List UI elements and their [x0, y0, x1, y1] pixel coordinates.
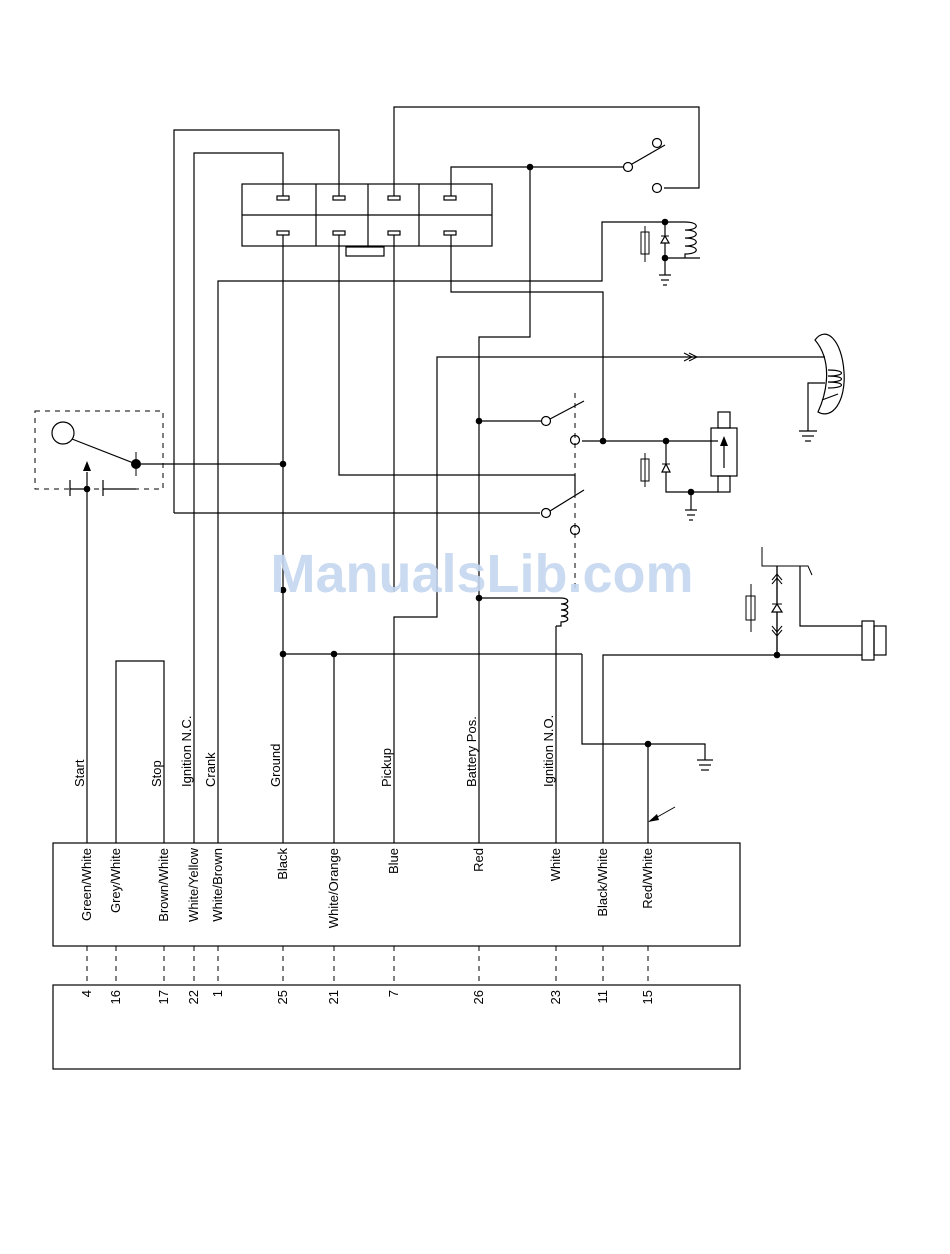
- pin-number: 23: [548, 990, 563, 1004]
- pin-number: 21: [326, 990, 341, 1004]
- pin-number: 17: [156, 990, 171, 1004]
- pin-number: 16: [108, 990, 123, 1004]
- key-switch: [35, 411, 163, 496]
- wire-color-label: Black: [275, 848, 290, 880]
- plug-connector: [648, 566, 886, 822]
- wire-color-label: White/Brown: [210, 848, 225, 922]
- pin-dash-lines: [87, 946, 648, 985]
- wire-color-label: White: [548, 848, 563, 881]
- pin-number: 25: [275, 990, 290, 1004]
- pin-number: 15: [640, 990, 655, 1004]
- wire-color-label: Black/White: [595, 848, 610, 917]
- pin-number: 11: [595, 990, 610, 1004]
- terminal-block: [242, 184, 492, 256]
- pin-number: 22: [186, 990, 201, 1004]
- magneto: [684, 334, 844, 441]
- signal-label: Battery Pos.: [464, 716, 479, 787]
- wire-color-label: Grey/White: [108, 848, 123, 913]
- signal-label: Ignition N.O.: [541, 715, 556, 787]
- wire-color-labels: Green/White Grey/White Brown/White White/Ye…: [79, 847, 655, 928]
- pin-number-labels: 4 16 17 22 1 25 21 7 26 23 11 15: [79, 990, 655, 1004]
- signal-label: Ground: [268, 744, 283, 787]
- wire-color-label: Red: [471, 848, 486, 872]
- top-relay-assembly: [641, 222, 696, 285]
- signal-label: Crank: [203, 752, 218, 787]
- signal-labels: Start Stop Ignition N.C. Crank Ground Pickup B…: [72, 715, 556, 787]
- signal-label: Stop: [149, 760, 164, 787]
- wire-color-label: Green/White: [79, 848, 94, 921]
- signal-label: Ignition N.C.: [179, 715, 194, 787]
- pin-number: 7: [386, 990, 401, 997]
- starter-solenoid: [641, 412, 737, 520]
- pin-number: 4: [79, 990, 94, 997]
- signal-label: Pickup: [379, 748, 394, 787]
- wire-color-label: Blue: [386, 848, 401, 874]
- wire-color-label: White/Orange: [326, 848, 341, 928]
- wire-color-label: White/Yellow: [186, 847, 201, 922]
- wire-color-label: Brown/White: [156, 848, 171, 922]
- watermark: ManualsLib.com: [270, 544, 693, 604]
- signal-label: Start: [72, 759, 87, 787]
- wire-color-label: Red/White: [640, 848, 655, 909]
- junction-dots: [84, 164, 781, 748]
- pin-number: 26: [471, 990, 486, 1004]
- pin-number: 1: [210, 990, 225, 997]
